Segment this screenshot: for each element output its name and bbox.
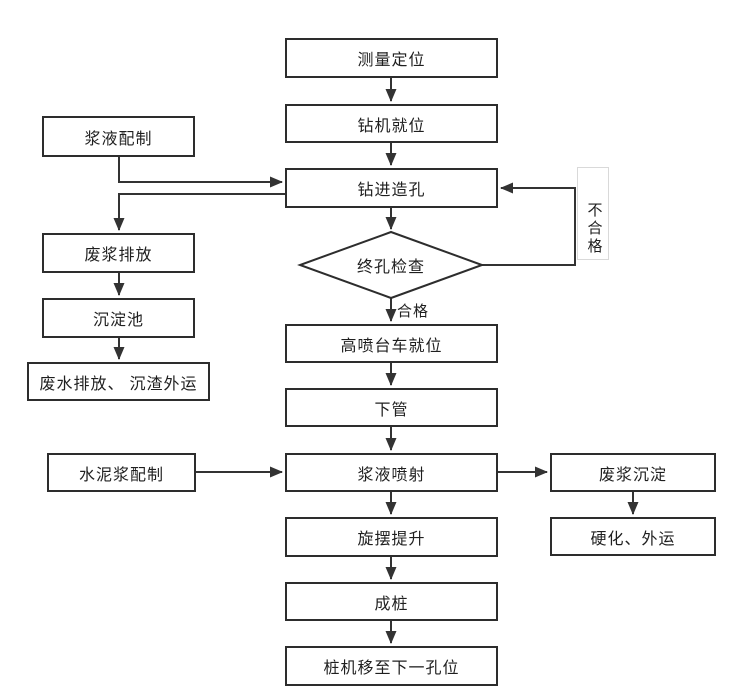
node-label: 浆液配制 [84,130,153,148]
node-label: 废浆沉淀 [598,466,667,484]
node-slurry-preparation: 浆液配制 [42,116,195,157]
node-label: 沉淀池 [92,312,144,329]
node-harden-and-transport: 硬化、外运 [550,517,716,556]
node-label: 浆液喷射 [357,466,426,484]
node-cement-slurry-preparation: 水泥浆配制 [47,453,196,492]
node-label: 成桩 [374,595,409,613]
edge-drilling-wastedischarge [113,193,285,231]
node-waste-slurry-discharge: 废浆排放 [42,233,195,273]
node-lower-pipe: 下管 [285,388,498,427]
edge-slurryprep-drilling [118,157,283,188]
edge-label-unqualified: 不合格 [585,202,602,256]
node-label: 硬化、外运 [590,530,676,548]
node-move-to-next-hole: 桩机移至下一孔位 [285,646,498,686]
node-label: 桩机移至下一孔位 [323,660,460,677]
node-label: 测量定位 [357,52,426,69]
node-grout-jetting: 浆液喷射 [285,453,498,492]
node-label: 废浆排放 [84,247,153,264]
node-swing-lift: 旋摆提升 [285,517,498,557]
node-label: 水泥浆配制 [78,466,164,484]
node-jet-trolley-in-place: 高喷台车就位 [285,324,498,363]
node-final-hole-check: 终孔检查 [300,232,482,298]
node-label: 旋摆提升 [357,531,426,548]
node-label: 钻进造孔 [357,182,426,199]
node-label: 终孔检查 [356,259,425,276]
node-waste-slurry-settling: 废浆沉淀 [550,453,716,492]
edge-label-unqualified-box: 不合格 [577,167,609,260]
node-wastewater-sediment-removal: 废水排放、 沉渣外运 [27,362,210,401]
node-pile-formed: 成桩 [285,582,498,621]
node-label: 高喷台车就位 [340,337,443,355]
node-sedimentation-pool: 沉淀池 [42,298,195,338]
node-label: 下管 [374,401,409,419]
node-label: 废水排放、 沉渣外运 [39,375,198,393]
node-drilling-hole: 钻进造孔 [285,168,498,208]
edge-label-qualified: 合格 [397,304,430,320]
node-drill-rig-in-place: 钻机就位 [285,104,498,143]
node-label: 钻机就位 [357,117,426,135]
node-survey-positioning: 测量定位 [285,38,498,78]
